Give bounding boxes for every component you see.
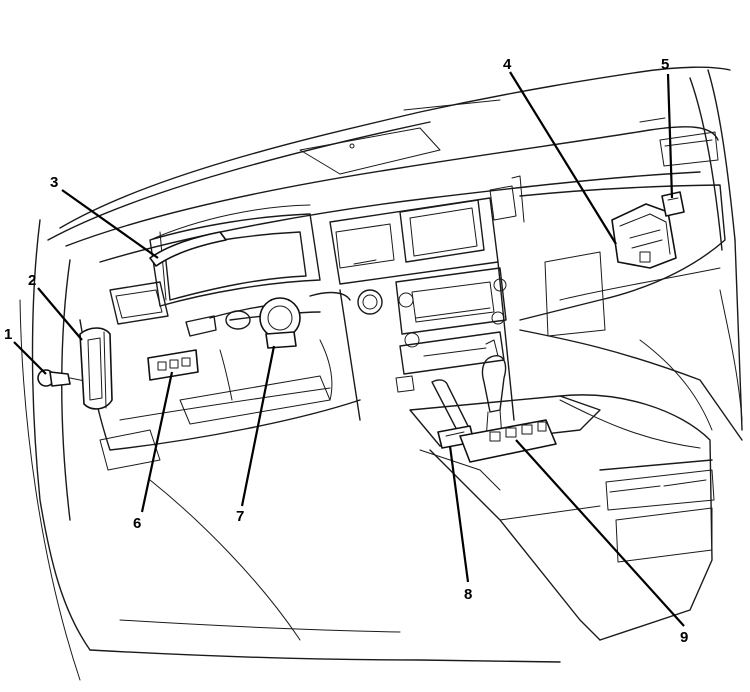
leader-line-2 [37,287,83,341]
callout-6: 6 [133,515,141,532]
leader-line-5 [666,73,674,199]
center-stack [329,175,525,421]
callout-7: 7 [236,508,244,525]
leader-line-4 [509,71,617,245]
part-4-module [611,203,677,269]
callout-4: 4 [503,56,512,73]
leader-line-1 [13,341,47,375]
leader-line-8 [448,445,470,583]
callout-3: 3 [50,174,58,191]
lower-dash-left [79,319,361,471]
interior-outline [19,66,743,681]
part-3-cluster-wiring [149,231,227,267]
callout-9: 9 [680,629,688,646]
callout-1: 1 [4,326,12,343]
callouts: 1 2 3 4 5 6 7 8 9 [4,56,688,646]
part-9-switch-panel [459,419,557,463]
callout-2: 2 [28,272,36,289]
part-5-sensor [661,191,685,217]
leader-line-9 [515,439,685,627]
part-7-spiral-cable [259,297,301,349]
leader-lines [13,71,685,627]
gear-shifter [431,339,507,441]
center-console [409,394,715,641]
steering-column [185,291,351,401]
part-1-sensor [37,369,91,387]
part-6-switch-panel [147,349,199,381]
callout-8: 8 [464,586,472,603]
leader-line-6 [140,371,174,513]
leader-line-3 [61,189,159,259]
part-2-bracket [79,327,113,410]
callout-5: 5 [661,56,669,73]
leader-line-7 [240,345,276,507]
